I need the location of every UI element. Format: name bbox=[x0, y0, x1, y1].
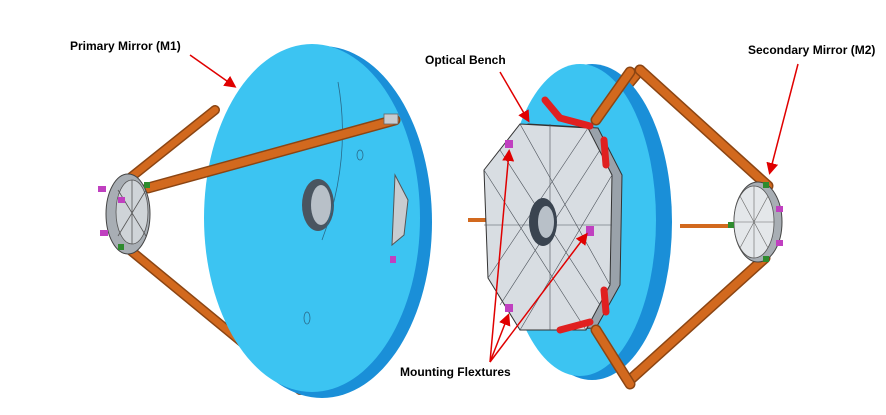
optical-bench-label: Optical Bench bbox=[425, 53, 506, 67]
flexture-marker-bottom bbox=[505, 304, 513, 312]
optical-bench bbox=[483, 123, 623, 331]
flexture-marker-top bbox=[505, 140, 513, 148]
mounting-flextures-annotation: Mounting Flextures bbox=[400, 149, 588, 379]
secondary-mirror-annotation: Secondary Mirror (M2) bbox=[748, 43, 875, 175]
left-secondary-hub bbox=[98, 173, 151, 255]
secondary-mirror-label: Secondary Mirror (M2) bbox=[748, 43, 875, 57]
mounting-flextures bbox=[505, 96, 610, 334]
mounting-flextures-label: Mounting Flextures bbox=[400, 365, 511, 379]
secondary-mirror-m2 bbox=[728, 181, 783, 263]
m1-rear-bracket bbox=[390, 173, 409, 263]
primary-mirror-annotation: Primary Mirror (M1) bbox=[70, 39, 237, 88]
optical-bench-annotation: Optical Bench bbox=[425, 53, 530, 123]
primary-mirror-label: Primary Mirror (M1) bbox=[70, 39, 181, 53]
flexture-marker-mid bbox=[586, 226, 594, 236]
left-assembly: Primary Mirror (M1) bbox=[70, 39, 432, 398]
right-assembly: Optical Bench Secondary Mirror (M2) Moun… bbox=[400, 43, 875, 390]
bench-struts bbox=[590, 66, 636, 390]
left-struts-front bbox=[142, 113, 401, 194]
